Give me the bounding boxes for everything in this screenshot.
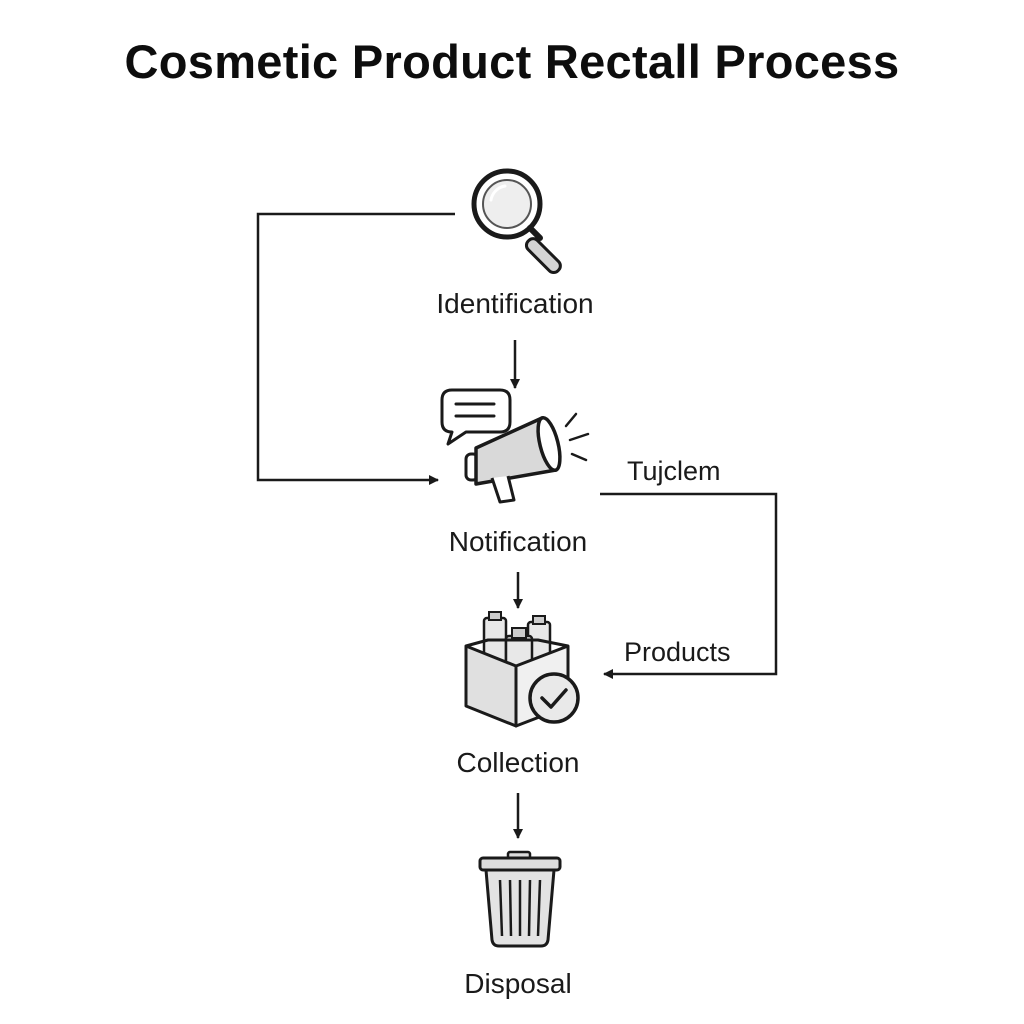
connector-identification-to-notification-loop [256, 212, 455, 485]
side-label-products: Products [624, 637, 731, 667]
megaphone-icon [464, 412, 590, 504]
step-label-disposal: Disposal [464, 968, 572, 999]
diagram-title: Cosmetic Product Rectall Process [124, 35, 900, 88]
connector-notification-to-collection-loop [600, 492, 778, 679]
step-label-collection: Collection [456, 747, 580, 778]
speech-bubble-icon [440, 388, 512, 446]
trash-can-icon [478, 850, 562, 948]
step-label-identification: Identification [436, 288, 594, 319]
step-label-notification: Notification [448, 526, 588, 557]
side-label-tujclem: Tujclem [627, 456, 721, 486]
magnifying-glass-icon [471, 168, 562, 275]
check-badge-icon [528, 672, 580, 724]
